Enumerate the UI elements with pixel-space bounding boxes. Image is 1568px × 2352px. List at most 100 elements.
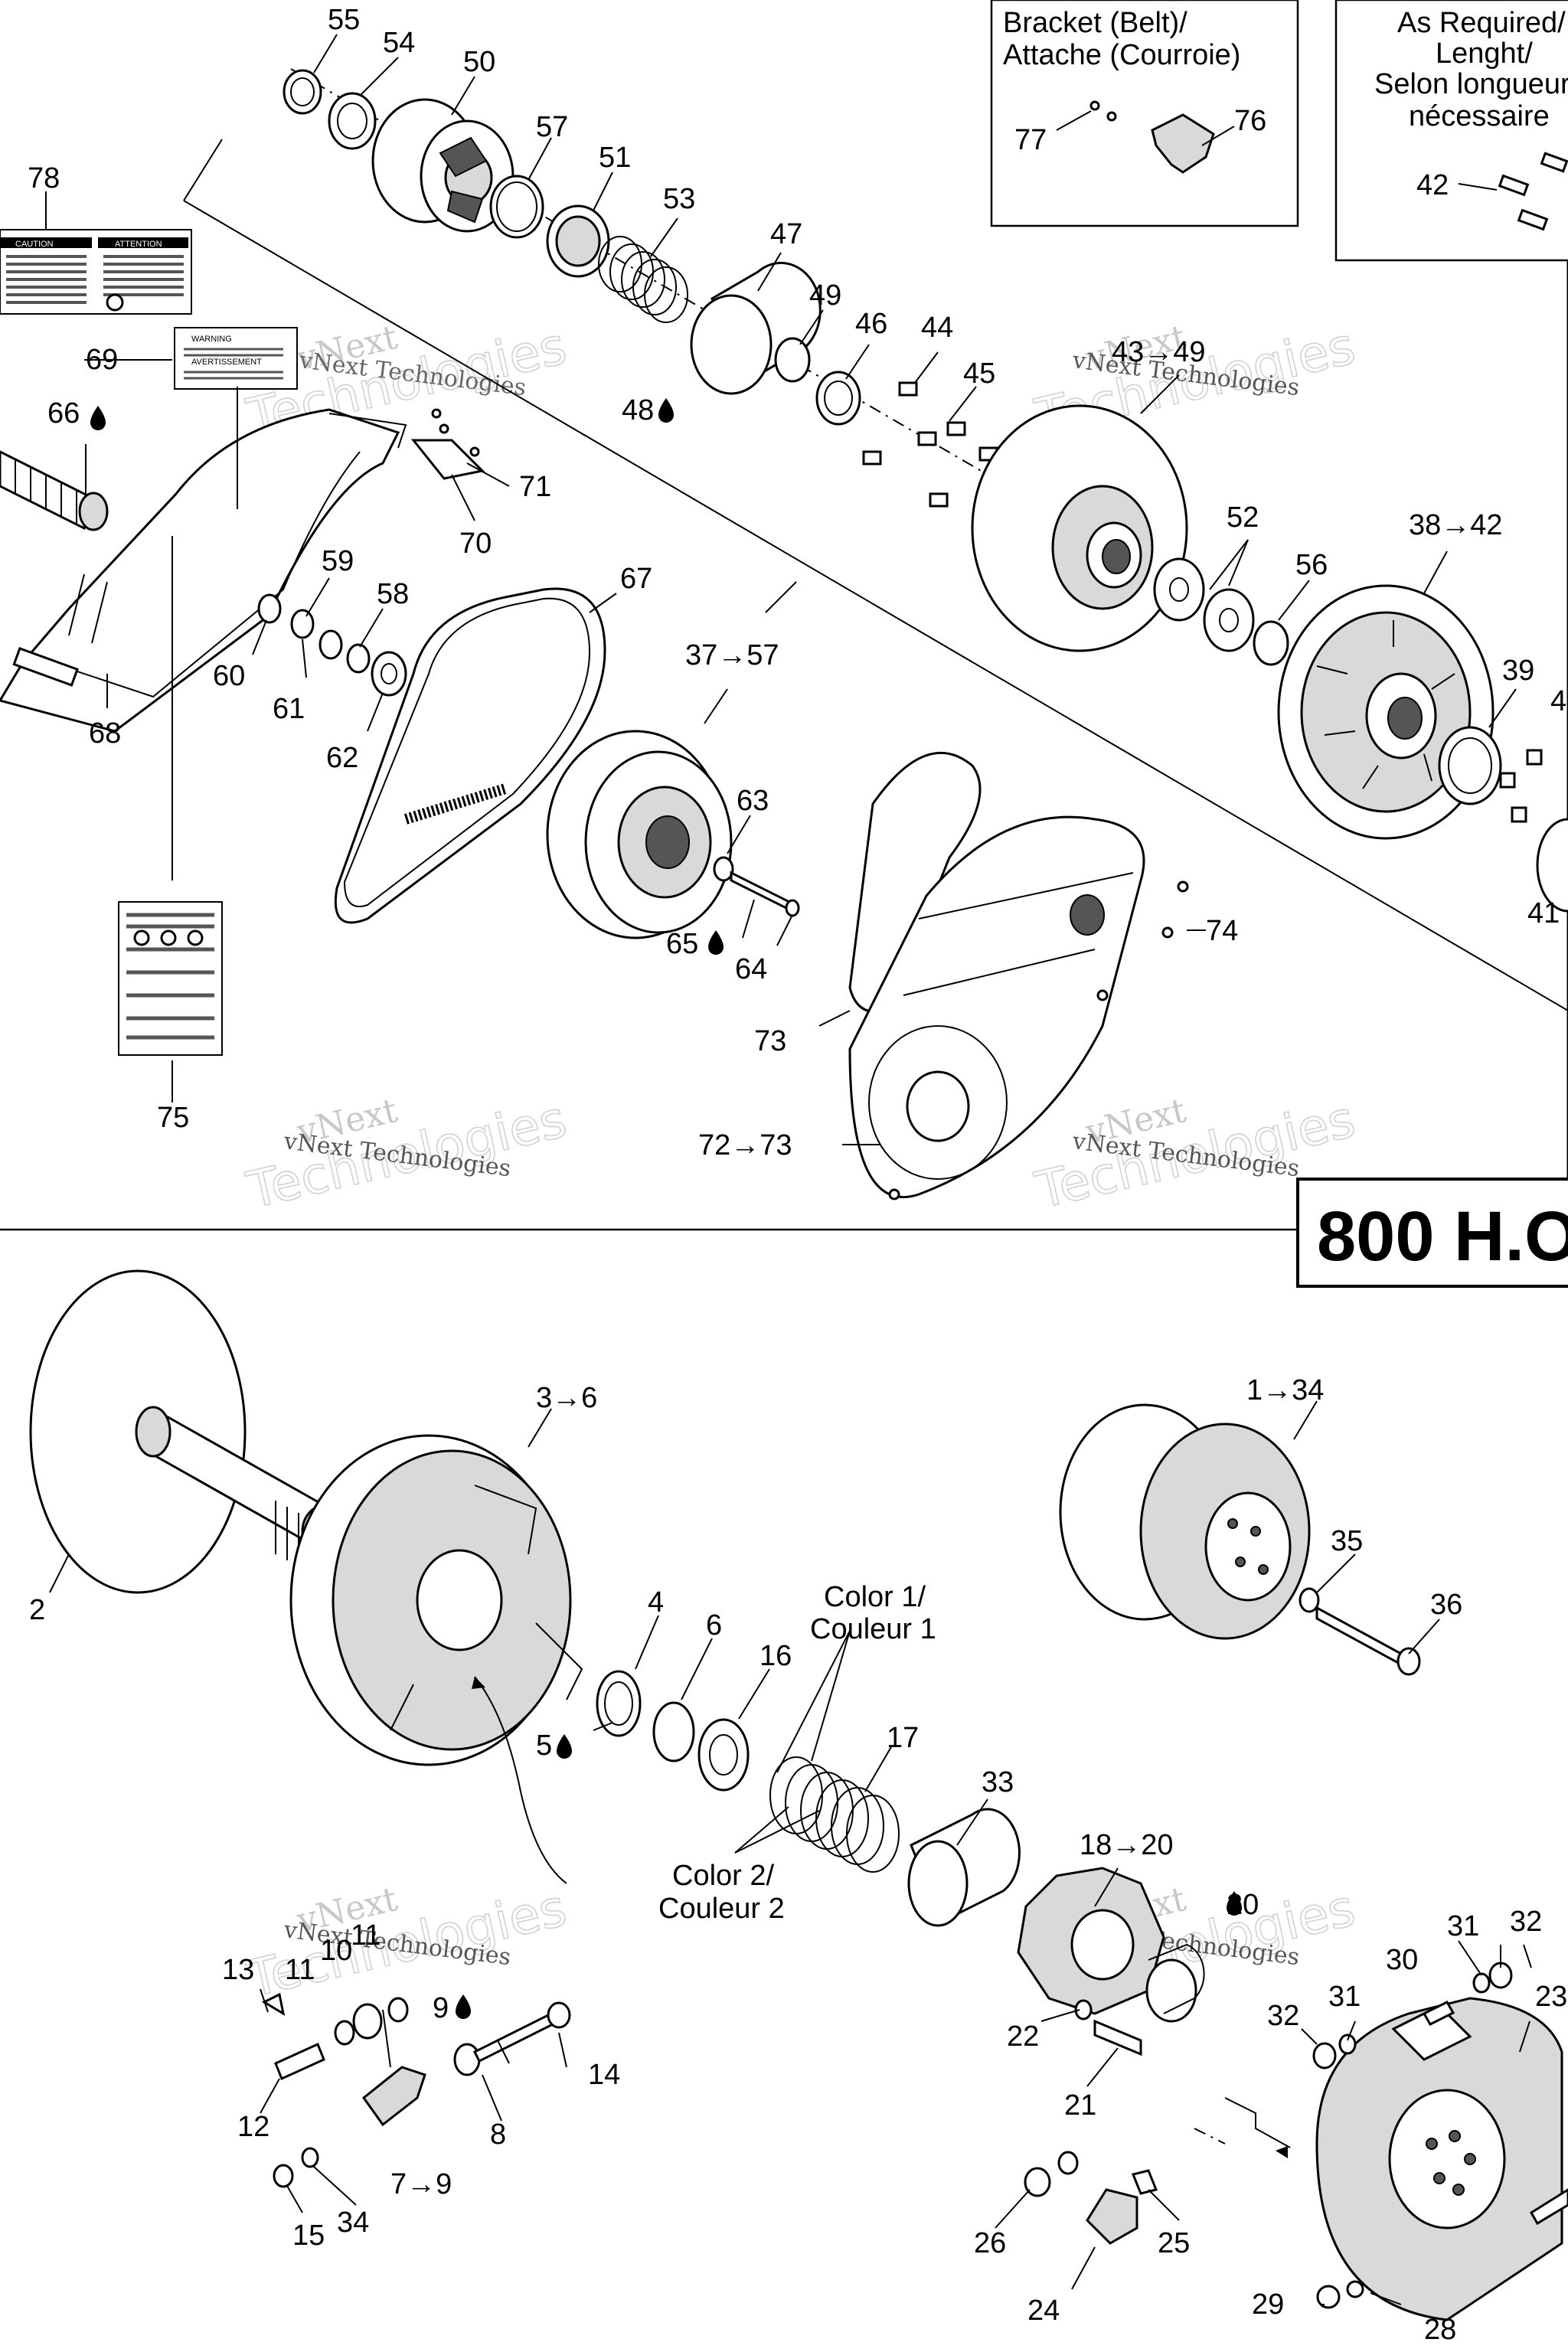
decal-69: WARNING AVERTISSEMENT [174,327,298,390]
bolt-64 [730,871,794,913]
callout-4x: 4 [1550,685,1566,717]
frame-lines [0,0,1568,1231]
decal-attention: ATTENTION [115,240,162,249]
decal-78: CAUTION ATTENTION [0,229,192,315]
spider-18-20 [1017,1867,1165,2015]
spring-17 [769,1756,900,1873]
callout-63: 63 [737,785,769,817]
callout-14: 14 [588,2059,620,2091]
lubricant-drop-icons [90,398,1242,2019]
ring-61 [290,609,315,639]
decal-warning: WARNING [191,335,232,344]
callout-44: 44 [921,312,953,344]
callout-73: 73 [754,1025,786,1057]
callout-20: 20 [1227,1889,1259,1921]
callout-3-6: 3→6 [536,1382,597,1414]
callout-72-73: 72→73 [698,1129,792,1161]
callout-5: 5 [536,1730,552,1762]
callout-62: 62 [326,742,358,774]
asreq-line-2: Lenght/ [1436,38,1533,70]
callout-29: 29 [1252,2288,1284,2321]
callout-1-34: 1→34 [1246,1374,1324,1406]
callout-25: 25 [1158,2227,1190,2259]
callout-74: 74 [1206,915,1238,947]
callout-32b: 32 [1267,2000,1299,2032]
callout-22: 22 [1007,2020,1039,2053]
decal-caution: CAUTION [15,240,54,249]
callout-48: 48 [622,394,654,426]
callout-11b: 11 [351,1919,381,1952]
callout-49: 49 [809,279,841,312]
callout-52: 52 [1227,501,1259,534]
circlip-55 [283,69,322,115]
callout-18-20: 18→20 [1080,1829,1174,1861]
sliding-sheave-3-6 [289,1434,583,1766]
ring-58 [346,643,371,674]
callout-64: 64 [735,953,767,985]
ring-6 [652,1701,695,1762]
callout-32a: 32 [1510,1906,1542,1938]
banner-text: 800 H.O. [1317,1197,1568,1276]
sheave-43-49 [971,404,1188,652]
leader-lines [45,34,1532,2305]
callout-30: 30 [1386,1944,1418,1976]
callout-33: 33 [982,1766,1014,1798]
callout-17: 17 [887,1722,919,1754]
callout-13: 13 [222,1954,254,1986]
callout-2: 2 [29,1594,45,1626]
bracket-title-1: Bracket (Belt)/ [1003,7,1187,39]
bracket-title-2: Attache (Courroie) [1003,39,1240,71]
callout-71: 71 [519,471,551,503]
callout-78: 78 [28,162,60,194]
callout-55: 55 [328,4,360,36]
callout-11a: 11 [285,1954,315,1986]
callout-68: 68 [89,717,121,750]
callout-53: 53 [663,183,695,215]
pulley-37-57 [546,730,733,939]
callout-41: 41 [1527,897,1560,929]
callout-10: 10 [320,1935,352,1967]
lower-assembly [29,1269,1568,2321]
callout-34: 34 [337,2207,369,2239]
ring-59 [318,629,343,660]
as-required-box: As Required/ Lenght/ Selon longueur néce… [1334,0,1568,262]
callout-59: 59 [322,545,354,577]
callout-66: 66 [47,397,80,430]
cover-73 [848,751,982,1014]
callout-26: 26 [974,2227,1006,2259]
bracket-box: Bracket (Belt)/ Attache (Courroie) 77 76 [990,0,1299,227]
callout-57: 57 [536,111,568,143]
callout-36: 36 [1430,1589,1462,1621]
callout-75: 75 [157,1102,189,1134]
asreq-line-3: Selon longueur [1374,68,1568,100]
callout-76: 76 [1234,105,1266,137]
callout-12: 12 [237,2111,270,2143]
callout-50: 50 [463,46,495,78]
cover-72-73 [848,815,1145,1199]
washer-63 [713,856,734,882]
ring-49 [774,337,811,383]
drop-icon [90,406,106,430]
callout-4: 4 [648,1586,664,1619]
washer-52a [1153,557,1205,622]
bushing-20 [1145,1958,1197,2023]
ring-62 [371,651,407,697]
callout-21: 21 [1064,2089,1096,2122]
belt-guard-68 [0,408,407,733]
upper-assembly: CAUTION ATTENTION WARNING AVERTISSEMENT [0,68,1568,1200]
callout-28: 28 [1424,2314,1456,2346]
callout-43-49: 43→49 [1112,336,1206,368]
ring-60 [257,593,282,624]
model-banner: 800 H.O. [1296,1178,1568,1288]
washer-52b [1203,588,1255,652]
drop-icon [658,398,674,423]
bushing-46 [815,371,861,426]
callout-7-9: 7→9 [390,2168,452,2200]
drop-icon [1227,1891,1242,1916]
callout-color2-line1: Color 2/ [672,1860,774,1892]
callout-67: 67 [620,563,652,595]
decal-avertissement: AVERTISSEMENT [191,358,262,367]
shaft-66 [0,450,109,531]
